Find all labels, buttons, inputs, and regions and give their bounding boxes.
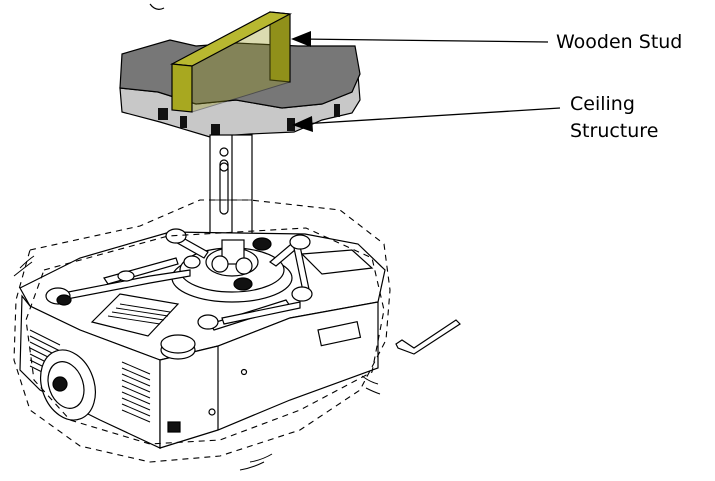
callout-label-ceiling-structure: Ceiling Structure bbox=[570, 91, 658, 145]
callout-arrow-wooden-stud bbox=[291, 31, 549, 47]
callout-arrow-ceiling bbox=[292, 107, 561, 132]
vibration-marks bbox=[13, 255, 381, 471]
motion-outline bbox=[13, 199, 391, 463]
hex-key bbox=[395, 319, 461, 355]
mount-plate bbox=[171, 237, 293, 303]
callout-label-wooden-stud: Wooden Stud bbox=[556, 31, 683, 53]
callout-label-ceiling-line2: Structure bbox=[570, 120, 659, 142]
mount-pole bbox=[209, 134, 253, 246]
wooden-stud bbox=[169, 11, 293, 113]
top-fragment bbox=[149, 3, 165, 10]
callout-label-ceiling-line1: Ceiling bbox=[570, 93, 635, 115]
mount-arms bbox=[45, 228, 313, 331]
